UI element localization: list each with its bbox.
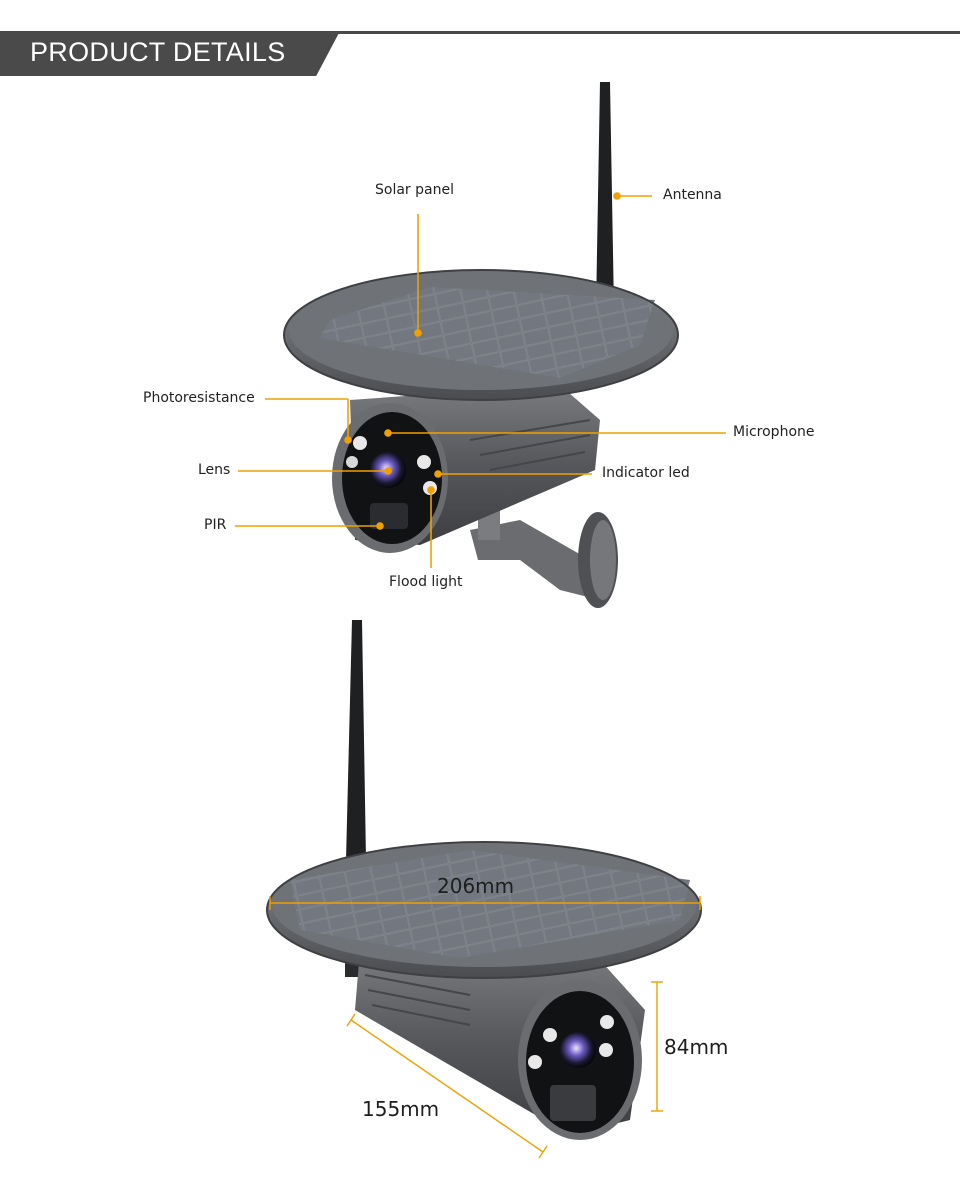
pir-sensor-top [370, 503, 408, 529]
dimension-lines [269, 896, 701, 1159]
label-microphone: Microphone [733, 424, 815, 440]
dimension-body-length: 155mm [362, 1097, 440, 1121]
camera-top-view [283, 82, 679, 608]
callout-leaders [235, 192, 726, 568]
pir-sensor-bottom [550, 1085, 596, 1121]
label-photoresistance: Photoresistance [143, 390, 255, 406]
solar-panel-top [320, 287, 655, 378]
lens-bottom [560, 1032, 596, 1068]
antenna-bottom [346, 620, 366, 860]
label-lens: Lens [198, 462, 231, 478]
label-flood-light: Flood light [389, 574, 463, 590]
label-pir: PIR [204, 517, 227, 533]
label-solar-panel: Solar panel [375, 182, 454, 198]
header-rule [0, 31, 960, 34]
label-indicator-led: Indicator led [602, 465, 690, 481]
label-antenna: Antenna [663, 187, 722, 203]
solar-panel-bottom [290, 850, 690, 958]
page-title: PRODUCT DETAILS [30, 37, 286, 67]
header-banner [0, 31, 340, 76]
dimension-panel-diameter: 206mm [437, 874, 515, 898]
dimension-body-height: 84mm [664, 1035, 729, 1059]
camera-dimension-view [266, 620, 702, 1140]
antenna-top [596, 82, 614, 310]
